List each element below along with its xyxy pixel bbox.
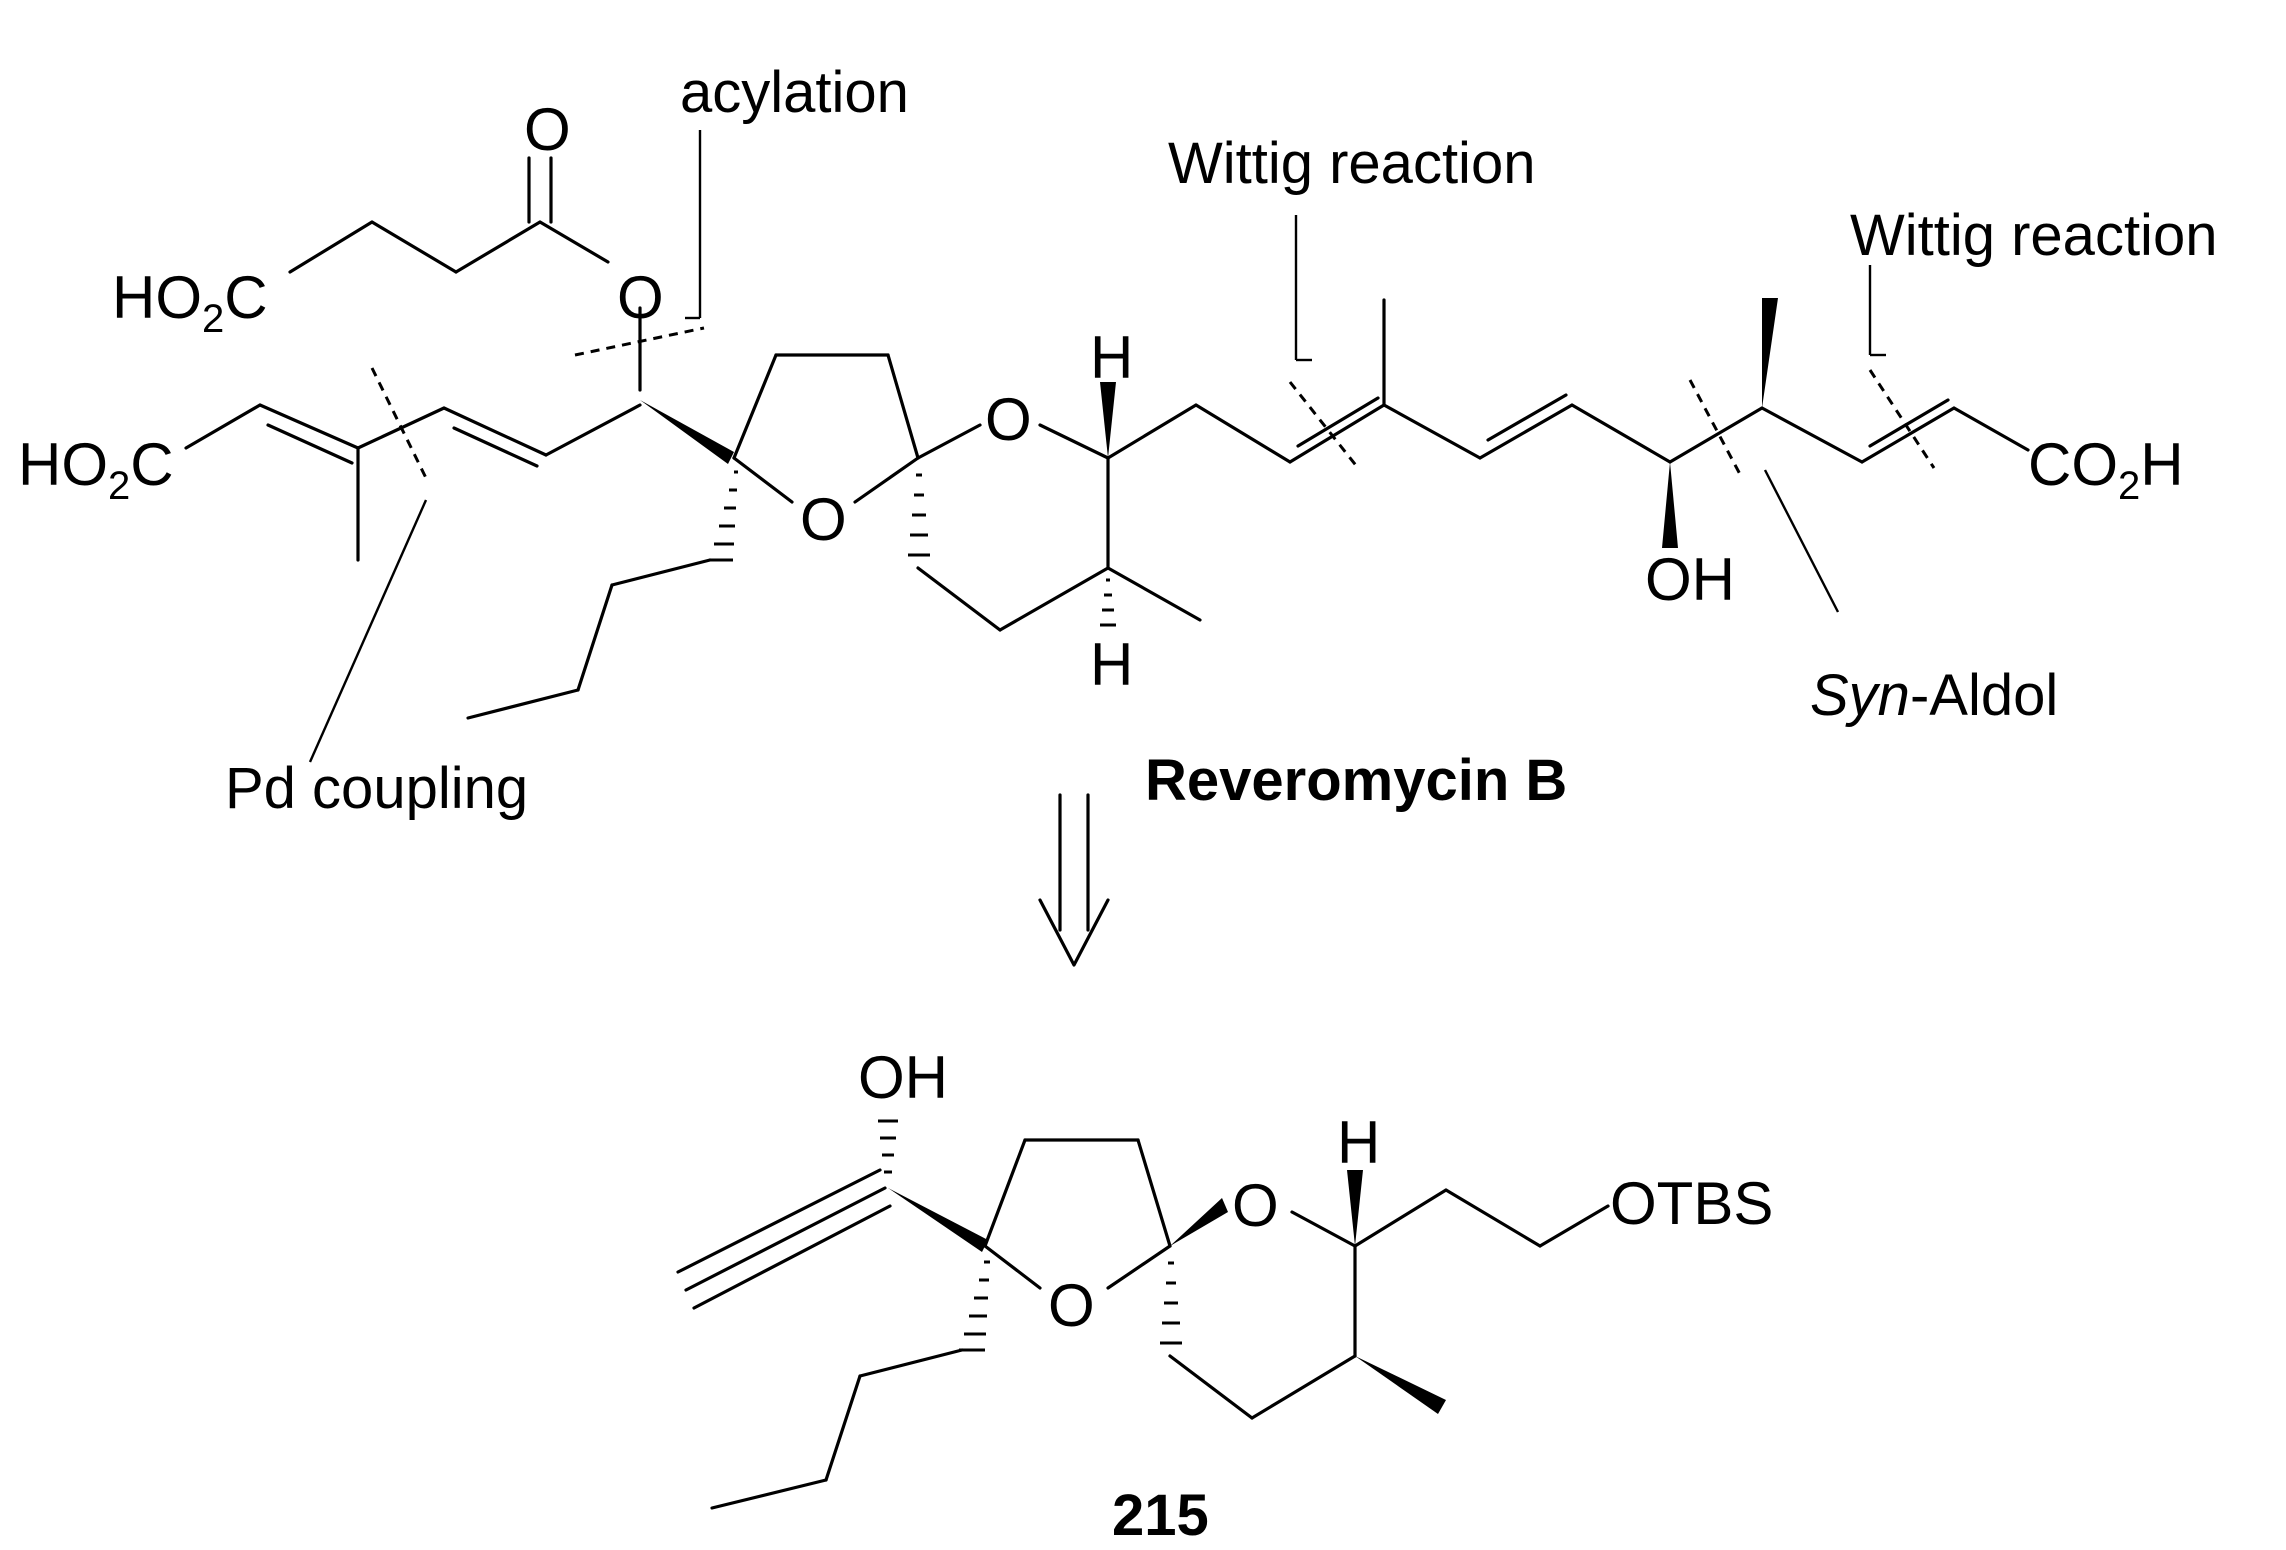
- wedge-bond-methyl-215: [1355, 1356, 1446, 1414]
- wedge-bond-h-top: [1100, 382, 1116, 458]
- compound-number-215: 215: [1112, 1483, 1209, 1548]
- reveromycin-b-structure: HO2C HO2C CO2H O O O O H H OH acylation …: [18, 60, 2217, 821]
- atom-labels: HO2C HO2C CO2H O O O O H H OH: [18, 96, 2184, 698]
- acylation-label: acylation: [680, 60, 909, 125]
- hash-bond-h-bottom: [1100, 578, 1116, 627]
- wedge-bond-oh: [1662, 462, 1678, 548]
- wittig-reaction-label-1: Wittig reaction: [1168, 131, 1535, 196]
- carbonyl-oxygen: O: [524, 96, 571, 163]
- syn-aldol-label: Syn-Aldol: [1810, 663, 2058, 728]
- thf-ring-215: [983, 1138, 1172, 1290]
- spiro-hash-215: [1160, 1261, 1182, 1345]
- thp-ring: [916, 423, 1202, 632]
- compound-215-structure: OH O O H OTBS 215: [676, 1044, 1773, 1548]
- hash-bond-oh-215: [878, 1119, 898, 1174]
- carboxylic-acid-left: HO2C: [18, 431, 174, 508]
- hydrogen-215: H: [1337, 1109, 1380, 1176]
- wedge-bond: [640, 400, 734, 464]
- left-dienoic-acid-chain: [184, 403, 642, 562]
- carboxylic-acid-top: HO2C: [112, 264, 268, 341]
- reaction-annotations: acylation Wittig reaction Wittig reactio…: [225, 60, 2217, 821]
- retrosynthetic-arrow: [1038, 793, 1110, 967]
- hydroxyl-group-215: OH: [858, 1044, 948, 1111]
- spiro-hash: [908, 473, 930, 557]
- wedge-bond-h-215: [1347, 1170, 1363, 1246]
- butyl-chain-215: [710, 1260, 990, 1510]
- otbs-group: OTBS: [1610, 1170, 1773, 1237]
- annotation-leaders: [308, 130, 1886, 763]
- thp-oxygen-215: O: [1232, 1172, 1279, 1239]
- thf-ring: [732, 353, 920, 504]
- thp-oxygen: O: [985, 386, 1032, 453]
- thp-ring-215: [1168, 1198, 1357, 1420]
- succinate-side-chain: [288, 156, 642, 392]
- pd-coupling-label: Pd coupling: [225, 756, 528, 821]
- compound-name-reveromycin-b: Reveromycin B: [1145, 748, 1567, 813]
- otbs-side-chain: [1353, 1188, 1610, 1248]
- thf-oxygen: O: [800, 486, 847, 553]
- hydroxyl-group: OH: [1645, 546, 1735, 613]
- right-trienoic-acid-chain: [1106, 298, 2030, 464]
- ester-oxygen: O: [617, 264, 664, 331]
- terminal-alkyne: [676, 1168, 892, 1310]
- wedge-bond-215: [888, 1188, 988, 1252]
- wedge-bond-methyl: [1762, 298, 1778, 408]
- hydrogen-top: H: [1090, 324, 1133, 391]
- atom-labels-215: OH O O H OTBS: [858, 1044, 1773, 1339]
- butyl-chain: [466, 470, 738, 720]
- hydrogen-bottom: H: [1090, 631, 1133, 698]
- thf-oxygen-215: O: [1048, 1272, 1095, 1339]
- wittig-reaction-label-2: Wittig reaction: [1850, 203, 2217, 268]
- carboxylic-acid-right: CO2H: [2028, 431, 2184, 508]
- disconnection-marks: [370, 326, 1936, 479]
